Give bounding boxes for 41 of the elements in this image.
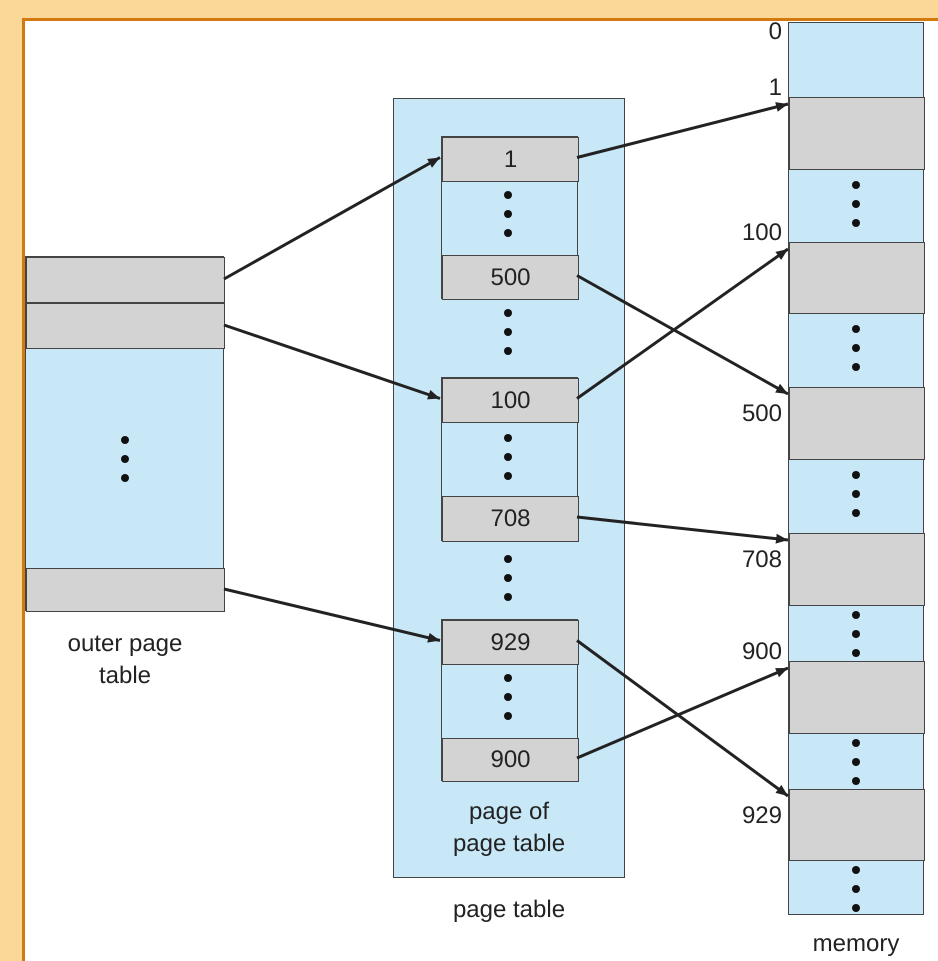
memory-frame	[789, 97, 925, 170]
address-label: 708	[740, 545, 782, 575]
page-table-panel	[393, 98, 625, 878]
address-label: 929	[740, 801, 782, 831]
memory-frame	[789, 661, 925, 734]
address-label: 500	[740, 399, 782, 429]
arrow	[576, 102, 788, 159]
table-caption: outer page table	[66, 629, 184, 691]
table-entry: 929	[442, 620, 579, 665]
table-entry	[26, 568, 225, 612]
arrow	[576, 248, 789, 400]
page-table-page	[441, 619, 578, 781]
table-entry: 500	[442, 255, 579, 300]
page-table-page	[441, 377, 578, 541]
address-label: 1	[768, 73, 782, 103]
arrow	[224, 588, 440, 643]
memory-frame	[789, 533, 925, 606]
page-table-page	[441, 136, 578, 299]
table-caption: page table	[452, 895, 566, 925]
outer-table	[25, 256, 224, 611]
table-caption: page of page table	[452, 797, 566, 859]
arrow	[223, 156, 441, 280]
arrow	[224, 324, 440, 400]
arrow	[576, 639, 789, 798]
table-entry: 900	[442, 738, 579, 782]
arrow	[576, 666, 789, 760]
table-caption: memory	[812, 929, 900, 959]
address-label: 900	[740, 637, 782, 667]
table-entry: 1	[442, 137, 579, 182]
table-entry	[26, 303, 225, 349]
arrow	[576, 516, 788, 544]
table-entry: 708	[442, 496, 579, 542]
table-entry: 100	[442, 378, 579, 423]
memory-frame	[789, 789, 925, 861]
memory-column	[788, 22, 924, 915]
memory-frame	[789, 387, 925, 460]
arrow	[576, 274, 789, 396]
address-label: 100	[740, 218, 782, 248]
memory-frame	[789, 242, 925, 314]
table-entry	[26, 257, 225, 303]
address-label: 0	[768, 17, 782, 47]
